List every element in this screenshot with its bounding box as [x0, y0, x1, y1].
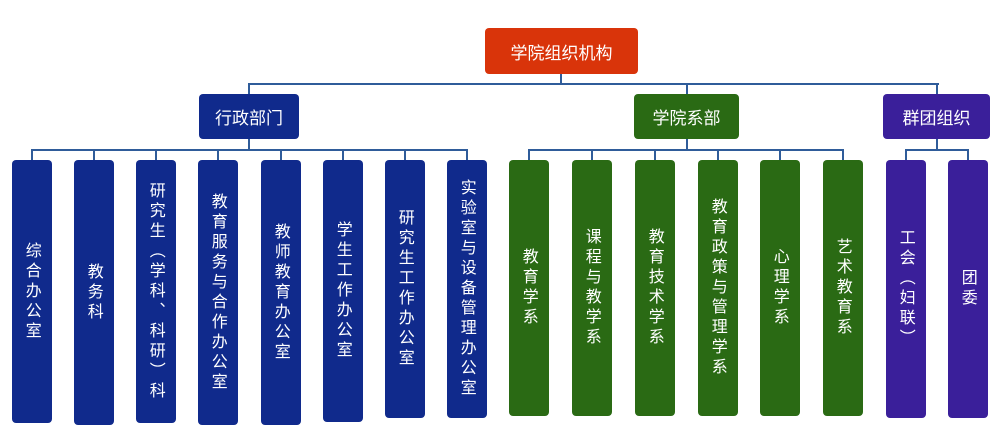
node-label: 教育政策与管理学系 — [708, 198, 728, 378]
group-label: 群团组织 — [902, 109, 971, 129]
connector — [717, 149, 719, 160]
connector — [31, 149, 468, 151]
node-graduate-affairs[interactable]: 研究生工作办公室 — [385, 160, 425, 418]
root-label: 学院组织机构 — [510, 43, 613, 64]
group-mass-orgs[interactable]: 群团组织 — [883, 94, 990, 139]
connector — [560, 74, 562, 85]
node-label: 工会（妇联） — [896, 229, 916, 349]
connector — [155, 149, 157, 160]
node-label: 团委 — [958, 269, 978, 309]
root-node[interactable]: 学院组织机构 — [485, 28, 638, 74]
connector — [528, 149, 530, 160]
node-admin-office[interactable]: 综合办公室 — [12, 160, 52, 423]
node-dept-edtech[interactable]: 教育技术学系 — [635, 160, 675, 416]
connector — [842, 149, 844, 160]
connector — [466, 149, 468, 160]
node-label: 实验室与设备管理办公室 — [457, 179, 477, 399]
node-label: 艺术教育系 — [833, 238, 853, 338]
connector — [905, 149, 907, 160]
connector — [654, 149, 656, 160]
connector — [528, 149, 844, 151]
node-union[interactable]: 工会（妇联） — [886, 160, 926, 418]
connector — [248, 139, 250, 150]
group-admin[interactable]: 行政部门 — [199, 94, 299, 139]
node-dept-psychology[interactable]: 心理学系 — [760, 160, 800, 416]
node-label: 教育学系 — [519, 248, 539, 328]
connector — [93, 149, 95, 160]
node-dept-policy[interactable]: 教育政策与管理学系 — [698, 160, 738, 416]
node-lab-equipment[interactable]: 实验室与设备管理办公室 — [447, 160, 487, 418]
node-label: 教育服务与合作办公室 — [208, 192, 228, 393]
group-label: 行政部门 — [215, 109, 283, 129]
connector — [280, 149, 282, 160]
node-label: 研究生（学科、科研）科 — [146, 181, 166, 402]
connector — [686, 83, 688, 94]
connector — [217, 149, 219, 160]
node-youth-league[interactable]: 团委 — [948, 160, 988, 418]
node-label: 教务科 — [84, 262, 104, 323]
node-label: 教育技术学系 — [645, 228, 665, 348]
node-education-services[interactable]: 教育服务与合作办公室 — [198, 160, 238, 425]
node-label: 学生工作办公室 — [333, 221, 353, 361]
node-teacher-education[interactable]: 教师教育办公室 — [261, 160, 301, 425]
node-student-affairs[interactable]: 学生工作办公室 — [323, 160, 363, 422]
connector — [249, 83, 939, 85]
group-label: 学院系部 — [652, 109, 721, 129]
group-departments[interactable]: 学院系部 — [634, 94, 739, 139]
connector — [967, 149, 969, 160]
node-label: 研究生工作办公室 — [395, 209, 415, 369]
connector — [342, 149, 344, 160]
connector — [905, 149, 968, 151]
node-dept-arts[interactable]: 艺术教育系 — [823, 160, 863, 416]
connector — [779, 149, 781, 160]
connector — [591, 149, 593, 160]
node-label: 心理学系 — [770, 248, 790, 328]
node-label: 教师教育办公室 — [271, 222, 291, 363]
connector — [404, 149, 406, 160]
connector — [248, 83, 250, 94]
connector — [686, 139, 688, 150]
connector — [31, 149, 33, 160]
node-label: 课程与教学系 — [582, 228, 602, 348]
connector — [936, 83, 938, 94]
node-label: 综合办公室 — [22, 241, 42, 342]
node-academic-affairs[interactable]: 教务科 — [74, 160, 114, 425]
node-graduate-research[interactable]: 研究生（学科、科研）科 — [136, 160, 176, 423]
node-dept-curriculum[interactable]: 课程与教学系 — [572, 160, 612, 416]
node-dept-education[interactable]: 教育学系 — [509, 160, 549, 416]
connector — [936, 139, 938, 150]
